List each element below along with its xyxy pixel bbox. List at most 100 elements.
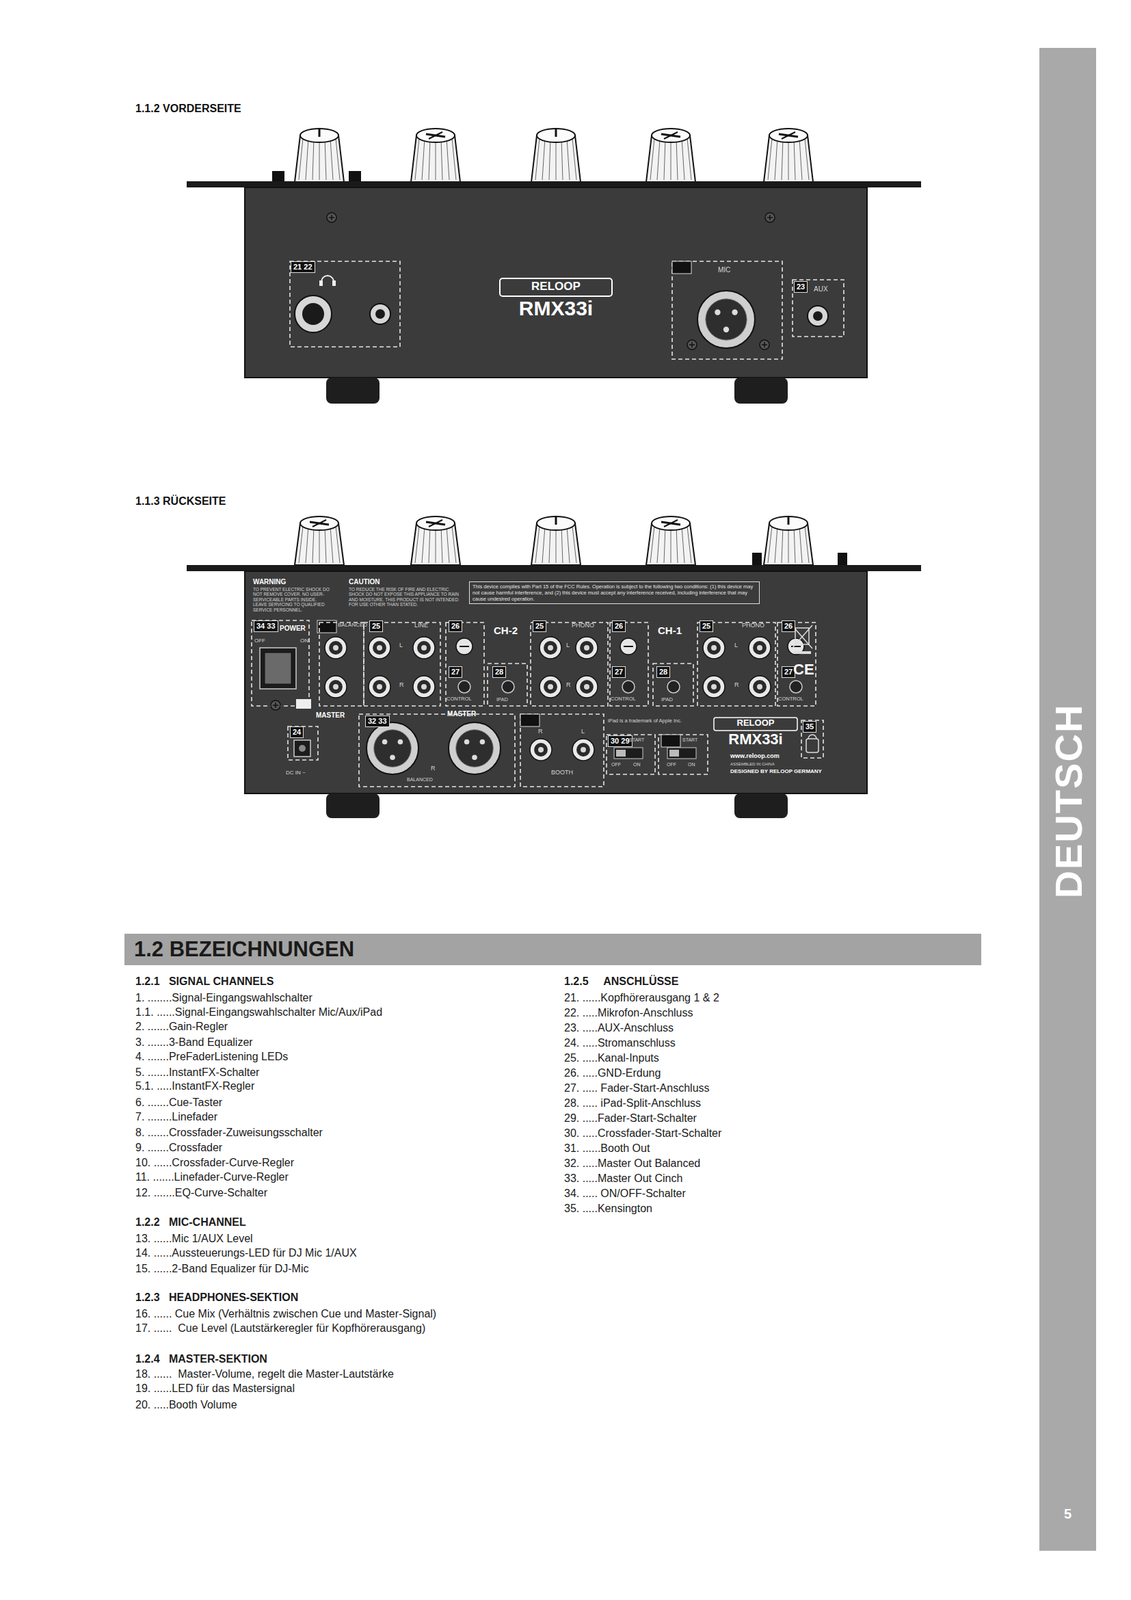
list-item: 19. ......LED für das Mastersignal [135,1381,295,1395]
rca-jack [575,636,598,659]
knob-ridge [305,138,309,180]
panel-print: START [629,737,645,743]
knob-ridge [335,525,340,563]
panel-print: RMX33i [499,296,612,321]
rca-jack [539,675,562,698]
xlr-pin [480,739,486,745]
rca-jack [333,683,339,690]
panel-print: ASSEMBLED IN CHINA [730,761,775,767]
knob-ridge [421,138,425,180]
panel-print: www.reloop.com [730,752,780,760]
xlr-pin [731,309,738,315]
knob-ridge [324,138,327,180]
dc-socket [298,744,306,752]
knob-ridge [687,525,692,563]
xlr-connector [705,298,747,340]
power-switch [259,647,297,689]
list-heading: 1.2.1 SIGNAL CHANNELS [135,975,274,988]
rca-jack [576,742,591,757]
panel-print: OFF [254,637,266,644]
knob-ridge [319,525,321,563]
gnd-screw [623,645,634,647]
rca-jack [543,679,558,694]
screw [765,212,775,223]
rca-jack [324,636,347,659]
rca-jack [333,644,339,651]
list-item: 20. .....Booth Volume [135,1398,238,1411]
gnd-screw [456,637,473,655]
knob-ridge [549,138,551,180]
panel-print: LINE [414,621,429,629]
callout-frame [653,663,694,706]
callout-frame [520,713,604,787]
label-plate [296,698,312,709]
list-item: 1.1. ......Signal-Eingangswahlschalter M… [135,1005,383,1019]
list-heading: 1.2.2 MIC-CHANNEL [135,1215,247,1229]
callout-number: 24 [289,726,304,738]
knob-cap [769,128,808,143]
rca-jack [376,683,383,690]
list-item: 22. .....Mikrofon-Anschluss [564,1006,694,1019]
list-item: 8. .......Crossfader-Zuweisungsschalter [135,1126,323,1139]
kensington-symbol [806,738,819,753]
list-item: 29. .....Fader-Start-Schalter [564,1111,697,1125]
callout-frame [609,622,649,706]
knob-ridge [781,525,783,563]
gnd-screw [459,645,470,647]
xlr-pin [723,326,729,333]
list-item: 11. .......Linefader-Curve-Regler [135,1170,289,1183]
rca-jack [702,636,725,659]
rca-jack [417,679,431,694]
list-heading: 1.2.5 ANSCHLÜSSE [564,975,679,988]
knob-ridge [415,138,420,180]
knob-logo [428,131,443,139]
list-heading: 1.2.3 HEADPHONES-SEKTION [135,1291,299,1304]
rca-jack [413,636,435,659]
panel-print: MASTER [315,711,345,720]
knob-ridge [298,138,303,180]
knob-ridge [561,138,563,180]
knob-ridge [549,525,551,563]
knob-ridge [555,138,557,180]
rca-jack [748,675,771,698]
list-item: 15. ......2-Band Equalizer für DJ-Mic [135,1262,309,1275]
panel-print: DESIGNED BY RELOOP GERMANY [730,767,822,775]
list-item: 23. .....AUX-Anschluss [564,1021,674,1034]
knob-ridge [542,525,545,563]
list-item: 16. ...... Cue Mix (Verhältnis zwischen … [135,1307,437,1320]
rca-jack [547,683,554,690]
knob-ridge [670,525,672,563]
list-item: 32. .....Master Out Balanced [564,1156,701,1170]
panel-print: BALANCED [337,621,368,628]
knob-ridge [767,138,773,180]
panel-print: IPAD [661,696,673,703]
callout-number: 28 [492,666,507,678]
foot [326,793,380,818]
rca-jack [707,640,721,655]
list-item: 2. .......Gain-Regler [135,1020,228,1033]
knob-ridge [676,138,678,180]
callout-number: 27 [611,666,626,678]
knob-cap [651,516,690,530]
headphone-icon [321,275,334,282]
rca-jack [421,683,427,690]
callout-frame [606,734,656,775]
callout-number: 25 [532,620,547,632]
knob-ridge [330,138,334,180]
callout-frame [777,622,816,706]
slide-switch [616,749,626,757]
callout-frame [287,726,318,760]
list-item: 5. .......InstantFX-Schalter [135,1066,260,1079]
list-item: 9. .......Crossfader [135,1141,223,1154]
callout-frame [801,720,824,758]
knob-ridge [435,525,437,563]
top-plate [186,181,922,188]
panel-print: WARNING [253,577,286,587]
control-jack [458,680,471,693]
panel-print: R [566,681,571,688]
callout-number: 21 22 [290,261,316,273]
panel-print: L [566,641,570,649]
screw [328,214,335,221]
slide-switch [614,747,643,759]
